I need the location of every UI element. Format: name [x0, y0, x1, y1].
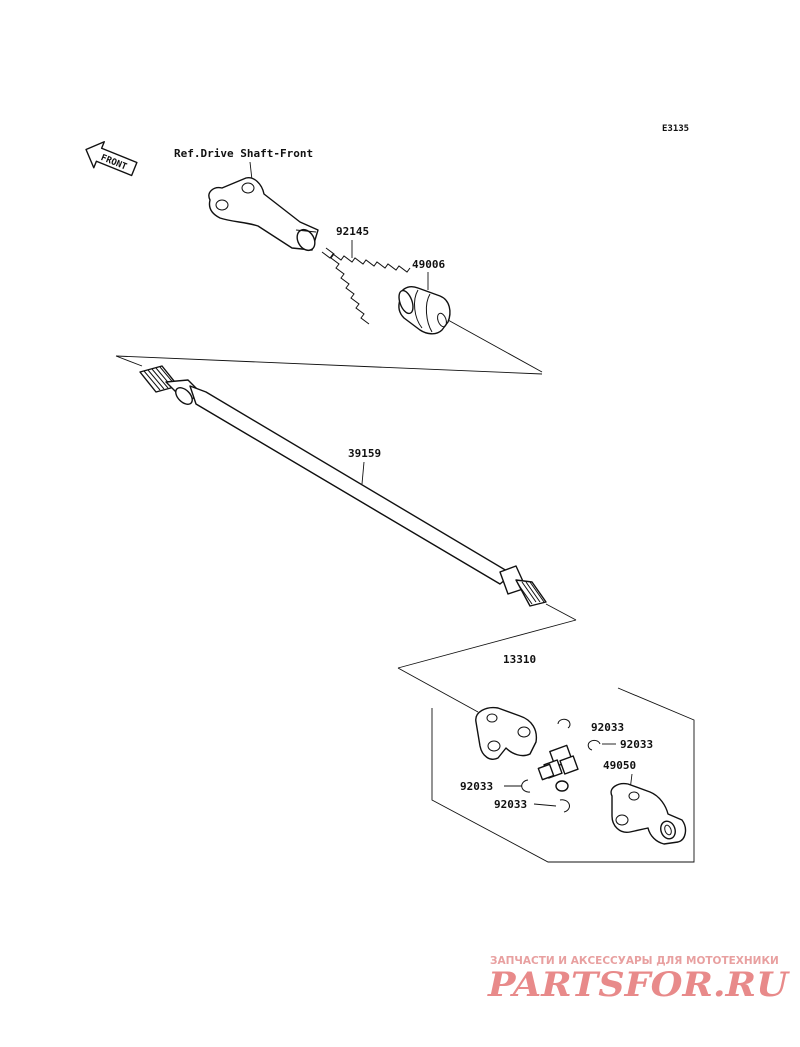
part-label-49050: 49050: [603, 759, 636, 772]
cross-spider-part: [537, 744, 579, 792]
axis-line-cross: [397, 619, 577, 669]
part-label-92145: 92145: [336, 225, 369, 238]
reference-label: Ref.Drive Shaft-Front: [174, 147, 313, 160]
front-yoke-part: [208, 177, 319, 252]
part-label-39159: 39159: [348, 447, 381, 460]
part-label-49006: 49006: [412, 258, 445, 271]
boot-part-49006: [398, 286, 451, 335]
part-label-92033-b: 92033: [620, 738, 653, 751]
part-label-13310: 13310: [503, 653, 536, 666]
leader-39159: [361, 461, 365, 485]
circlip-part-3: [521, 779, 531, 793]
watermark-brand: PARTSFOR.RU: [487, 965, 791, 1005]
rear-yoke-part-49050: [610, 782, 687, 845]
circlip-part-2: [587, 739, 601, 751]
part-label-92033-c: 92033: [460, 780, 493, 793]
joint-yoke-part: [475, 706, 538, 760]
circlip-part-1: [557, 718, 571, 729]
part-label-92033-a: 92033: [591, 721, 624, 734]
reference-leader: [249, 161, 253, 181]
assembly-bracket-13310: [431, 687, 695, 863]
front-arrow-icon: FRONT: [85, 141, 138, 177]
axis-line-return: [115, 355, 543, 375]
leader-92033-d: [533, 803, 557, 807]
axis-line-start: [115, 355, 143, 367]
spring-part-92145: [321, 247, 411, 325]
drive-shaft-part-39159: [139, 365, 547, 607]
watermark-caption: ЗАПЧАСТИ И АКСЕССУАРЫ ДЛЯ МОТОТЕХНИКИ: [490, 955, 779, 967]
axis-line-boot: [447, 319, 543, 373]
axis-line-joint: [397, 667, 479, 713]
axis-line-shaft-end: [545, 603, 577, 621]
circlip-part-4: [559, 799, 570, 813]
part-label-92033-d: 92033: [494, 798, 527, 811]
diagram-code: E3135: [662, 124, 689, 134]
